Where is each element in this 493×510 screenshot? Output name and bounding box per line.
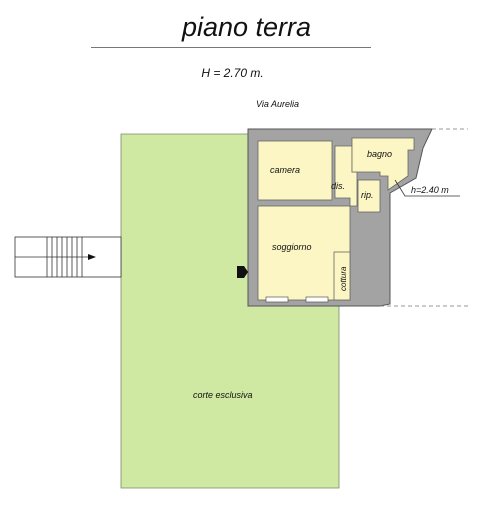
room-cottura	[333, 251, 351, 301]
label-dis: dis.	[331, 181, 345, 191]
entrance-arrow-icon	[237, 266, 248, 278]
label-bagno-height: h=2.40 m	[411, 185, 449, 195]
room-bagno	[351, 137, 415, 191]
external-staircase	[14, 236, 122, 278]
title-underline	[91, 47, 371, 48]
plan-title: piano terra	[181, 12, 312, 42]
label-cottura: cottura	[339, 266, 348, 291]
leader-line	[394, 179, 460, 197]
room-camera	[257, 140, 333, 201]
label-bagno: bagno	[367, 149, 392, 159]
street-label: Via Aurelia	[256, 99, 299, 109]
ceiling-height-label: H = 2.70 m.	[201, 66, 264, 80]
stair-direction-arrow-icon	[88, 254, 96, 260]
label-soggiorno: soggiorno	[272, 242, 312, 252]
label-camera: camera	[270, 165, 300, 175]
label-rip: rip.	[361, 190, 374, 200]
room-ripostiglio	[357, 179, 381, 213]
window	[305, 296, 329, 303]
window	[265, 296, 289, 303]
label-corte-esclusiva: corte esclusiva	[193, 390, 253, 400]
